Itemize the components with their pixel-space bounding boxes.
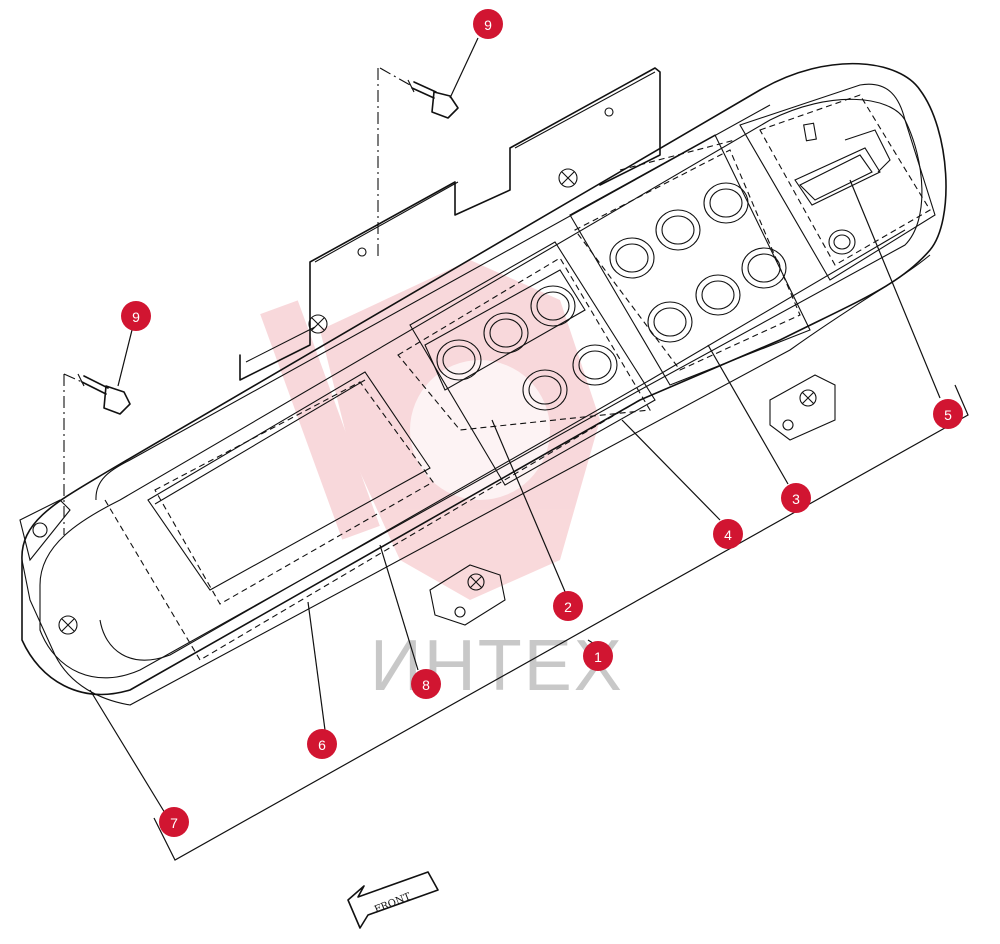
front-arrow-label: FRONT: [373, 891, 413, 916]
callout-2-label: 2: [564, 599, 572, 615]
callout-3-label: 3: [792, 491, 800, 507]
monitor-housing: [19, 62, 947, 706]
assembly-bracket-1: [89, 384, 969, 861]
front-arrow: FRONT: [347, 871, 439, 929]
callout-6: 6: [307, 729, 337, 759]
assembly-line-left: [63, 373, 83, 535]
bolt-left: [77, 373, 131, 415]
callout-9-top-label: 9: [484, 17, 492, 33]
callout-6-label: 6: [318, 737, 326, 753]
leader-lines: [117, 37, 941, 731]
bolt-top: [407, 79, 459, 119]
callout-9-left-label: 9: [132, 309, 140, 325]
callout-1-label: 1: [594, 649, 602, 665]
callout-5: 5: [933, 399, 963, 429]
watermark-logo: [260, 260, 600, 600]
callout-3: 3: [781, 483, 811, 513]
mounting-bracket: [239, 67, 661, 381]
callout-7-label: 7: [170, 815, 178, 831]
callout-9-left: 9: [121, 301, 151, 331]
callout-1: 1: [583, 641, 613, 671]
callout-4-label: 4: [724, 527, 732, 543]
switch-panel-3: [569, 134, 811, 386]
callout-4: 4: [713, 519, 743, 549]
lcd-display: [147, 371, 434, 605]
switch-panel-2: [397, 241, 656, 486]
assembly-line-top: [377, 67, 411, 260]
callout-8: 8: [411, 669, 441, 699]
callout-8-label: 8: [422, 677, 430, 693]
callout-5-label: 5: [944, 407, 952, 423]
key-switch-area: [739, 83, 936, 281]
callout-7: 7: [159, 807, 189, 837]
watermark-text: ИНТЕХ: [370, 626, 624, 706]
callout-9-top: 9: [473, 9, 503, 39]
callout-2: 2: [553, 591, 583, 621]
